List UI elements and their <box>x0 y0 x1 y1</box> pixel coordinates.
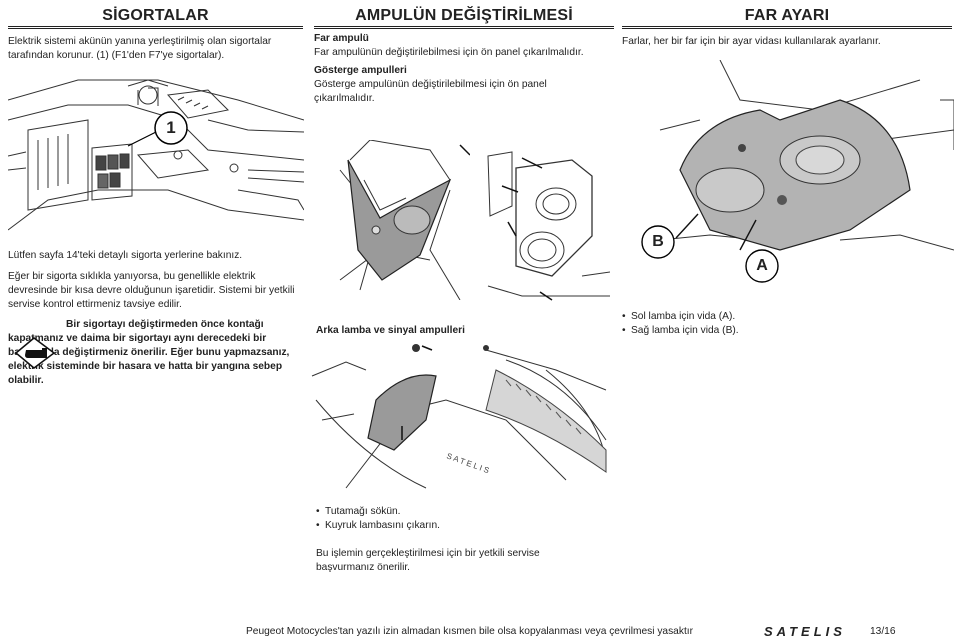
fuse-warning-block: Bir sigortayı değiştirmeden önce kontağı… <box>8 318 298 388</box>
fuse-warning-text: Bir sigortayı değiştirmeden önce kontağı… <box>8 319 290 386</box>
page-number: 13/16 <box>870 626 896 637</box>
step-remove-tail-lamp: Kuyruk lambasını çıkarın. <box>316 519 606 533</box>
rear-lamp-heading: Arka lamba ve sinyal ampulleri <box>316 325 465 336</box>
step-remove-handle: Tutamağı sökün. <box>316 505 606 519</box>
brand-logo: SATELIS <box>764 624 846 639</box>
service-note: Bu işlemin gerçekleştirilmesi için bir y… <box>316 548 540 573</box>
fuse-reference: Lütfen sayfa 14'teki detaylı sigorta yer… <box>8 250 243 261</box>
headlight-adjust-title: FAR AYARI <box>622 0 952 29</box>
rear-lamp-illustration: S A T E L I S <box>306 340 612 492</box>
fuses-column: SİGORTALAR Elektrik sistemi akünün yanın… <box>8 0 303 63</box>
fuses-intro: Elektrik sistemi akünün yanına yerleştir… <box>8 36 272 61</box>
headlight-unit-illustration <box>482 146 610 302</box>
front-panel-illustration <box>320 140 470 300</box>
indicator-bulbs-heading: Gösterge ampulleri <box>314 65 407 76</box>
headlight-bulb-heading: Far ampulü <box>314 33 369 44</box>
headlight-bulb-text: Far ampulünün değiştirilebilmesi için ön… <box>314 47 584 58</box>
rear-lamp-steps: Tutamağı sökün. Kuyruk lambasını çıkarın… <box>316 505 606 533</box>
headlight-adjust-column: FAR AYARI Farlar, her bir far için bir a… <box>622 0 952 49</box>
bulbs-title: AMPULÜN DEĞİŞTİRİLMESİ <box>314 0 614 29</box>
screw-right-lamp: Sağ lamba için vida (B). <box>622 324 942 338</box>
fuse-short-circuit-note: Eğer bir sigorta sıklıkla yanıyorsa, bu … <box>8 271 295 310</box>
pointing-hand-icon <box>14 336 56 370</box>
bulbs-column: AMPULÜN DEĞİŞTİRİLMESİ Far ampulü Far am… <box>314 0 614 106</box>
headlight-adjust-text: Farlar, her bir far için bir ayar vidası… <box>622 36 881 47</box>
indicator-bulbs-text: Gösterge ampulünün değiştirilebilmesi iç… <box>314 79 547 104</box>
callout-a: A <box>756 257 768 274</box>
fuse-callout-1: 1 <box>166 118 176 137</box>
svg-text:S A T E L I S: S A T E L I S <box>445 451 490 475</box>
screw-left-lamp: Sol lamba için vida (A). <box>622 310 942 324</box>
callout-b: B <box>652 233 664 250</box>
footer-copyright: Peugeot Motocycles'tan yazılı izin almad… <box>246 626 693 637</box>
fuses-title: SİGORTALAR <box>8 0 303 29</box>
adjust-screws-list: Sol lamba için vida (A). Sağ lamba için … <box>622 310 942 338</box>
fuse-box-illustration: 1 <box>8 60 304 232</box>
headlight-adjust-illustration: B A <box>620 60 954 284</box>
